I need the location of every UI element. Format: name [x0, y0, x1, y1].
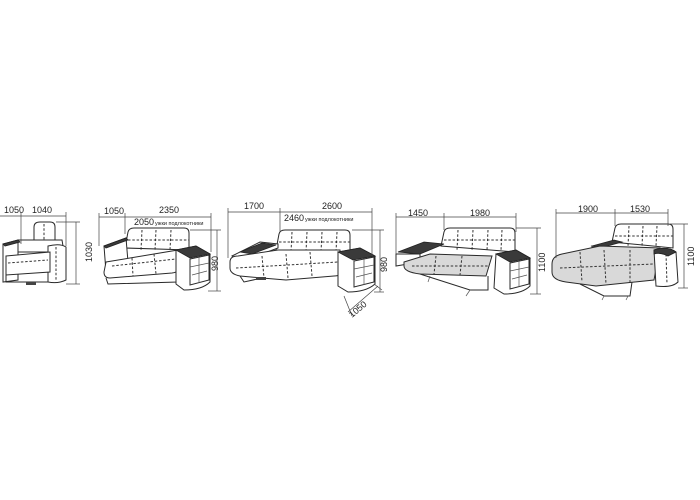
corner-bed-right-label: 1980 — [470, 208, 490, 218]
corner-sofa-depth-label: 1050 — [347, 299, 369, 320]
corner-sofa-right-arm-top — [336, 247, 377, 261]
sofa-bed-drawing: 1900 1530 1100 — [551, 204, 696, 301]
armchair-depth-dim: 1050 — [0, 205, 24, 244]
sofa-depth-dim: 1050 — [98, 206, 126, 246]
armchair-headrest — [33, 221, 56, 241]
sofa-bed-right-label: 1530 — [630, 204, 650, 214]
sofa-bed-left-dim: 1900 — [555, 204, 616, 258]
corner-sofa-inner-label: 2460 — [284, 213, 304, 223]
corner-sofa-inner-dim: 2460 ужки подлокотники — [284, 213, 353, 223]
corner-bed-left-label: 1450 — [408, 208, 428, 218]
armchair-height-dim: 1030 — [56, 221, 94, 285]
armchair-seat — [5, 251, 51, 276]
corner-sofa-chaise-arm-top — [238, 242, 277, 255]
corner-sofa-width-label: 2600 — [322, 201, 342, 211]
armchair-depth-label: 1050 — [4, 205, 24, 215]
corner-bed-right-dim: 1980 — [444, 208, 517, 232]
corner-sofa-height-dim: 980 — [352, 229, 389, 293]
sofa-shelf — [189, 254, 210, 286]
sofa-depth-label: 1050 — [104, 206, 124, 216]
sofa-bed-right-dim: 1530 — [615, 204, 669, 226]
corner-sofa-width-dim: 2600 — [280, 201, 373, 256]
sofa-height-dim: 980 — [190, 229, 221, 292]
armchair-width-dim: 1040 — [21, 205, 67, 246]
sofa-width-dim: 2350 — [125, 205, 212, 252]
corner-bed-height-label: 1100 — [537, 253, 547, 272]
sofa-left-arm-top — [103, 237, 129, 249]
sofa-drawing: 1050 2350 2050 ужки подлокотники 980 — [98, 205, 221, 292]
armchair-seat-stitch — [7, 259, 49, 264]
corner-bed-mechanism — [419, 273, 489, 291]
corner-bed-height-dim: 1100 — [516, 227, 547, 295]
sofa-back — [124, 227, 190, 251]
sofa-height-label: 980 — [210, 256, 220, 271]
sofa-bed-mechanism — [579, 281, 633, 297]
sofa-inner-dim: 2050 ужки подлокотники — [134, 217, 203, 227]
corner-sofa-drawing: 1700 2600 2460 ужки подлокотники 980 105… — [227, 201, 389, 320]
armchair-drawing: 1050 1040 1030 — [0, 205, 94, 285]
armchair-width-label: 1040 — [32, 205, 52, 215]
sofa-inner-note: ужки подлокотники — [155, 221, 203, 227]
sofa-bed-mattress — [551, 245, 661, 287]
corner-sofa-inner-note: ужки подлокотники — [305, 217, 353, 223]
sofa-bed-height-label: 1100 — [686, 247, 696, 266]
corner-sofa-height-label: 980 — [379, 257, 389, 272]
sofa-bed-height-dim: 1100 — [670, 223, 696, 289]
armchair-height-label: 1030 — [84, 242, 94, 262]
corner-sofa-bed-drawing: 1450 1980 1100 — [395, 208, 547, 297]
corner-bed-left-dim: 1450 — [395, 208, 445, 254]
corner-bed-back — [440, 227, 516, 253]
sofa-width-label: 2350 — [159, 205, 179, 215]
corner-sofa-back — [275, 229, 351, 253]
corner-sofa-chaise-label: 1700 — [244, 201, 264, 211]
armchair-foot — [26, 282, 36, 285]
armchair-left-arm-top — [2, 239, 21, 247]
sofa-right-arm-top — [174, 245, 212, 259]
armchair-right-arm — [47, 244, 67, 284]
corner-bed-arm-top — [397, 241, 445, 255]
sofa-bed-left-label: 1900 — [578, 204, 598, 214]
sofa-inner-label: 2050 — [134, 217, 154, 227]
corner-bed-shelf — [509, 258, 530, 290]
corner-bed-mattress — [403, 253, 493, 277]
